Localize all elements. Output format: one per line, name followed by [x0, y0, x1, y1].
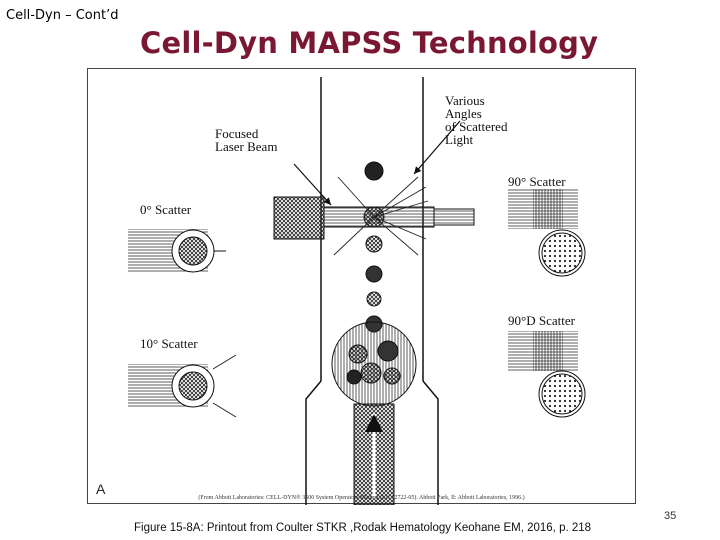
mapss-diagram — [88, 69, 637, 505]
detector-90d-scatter — [508, 331, 585, 417]
label-various-angles: Various Angles of Scattered Light — [445, 94, 507, 146]
label-focused-laser-beam: Focused Laser Beam — [215, 127, 277, 153]
detector-90-scatter — [508, 189, 585, 276]
detector-0-scatter — [128, 229, 226, 273]
cell-stream — [364, 162, 384, 332]
mapss-figure: Focused Laser Beam Various Angles of Sca… — [87, 68, 636, 504]
slide-title: Cell-Dyn MAPSS Technology — [140, 26, 598, 60]
detector-10-scatter — [128, 355, 236, 417]
sample-sphere — [332, 322, 416, 406]
page-number: 35 — [664, 510, 676, 522]
label-90-scatter: 90° Scatter — [508, 175, 566, 188]
figure-credit: (From Abbott Laboratories: CELL-DYN® 350… — [88, 495, 635, 501]
figure-caption: Figure 15-8A: Printout from Coulter STKR… — [134, 522, 591, 534]
label-0-scatter: 0° Scatter — [140, 203, 191, 216]
sample-injection-tube — [354, 404, 394, 505]
label-90d-scatter: 90°D Scatter — [508, 314, 575, 327]
section-label: Cell-Dyn – Cont’d — [6, 8, 118, 23]
label-10-scatter: 10° Scatter — [140, 337, 198, 350]
